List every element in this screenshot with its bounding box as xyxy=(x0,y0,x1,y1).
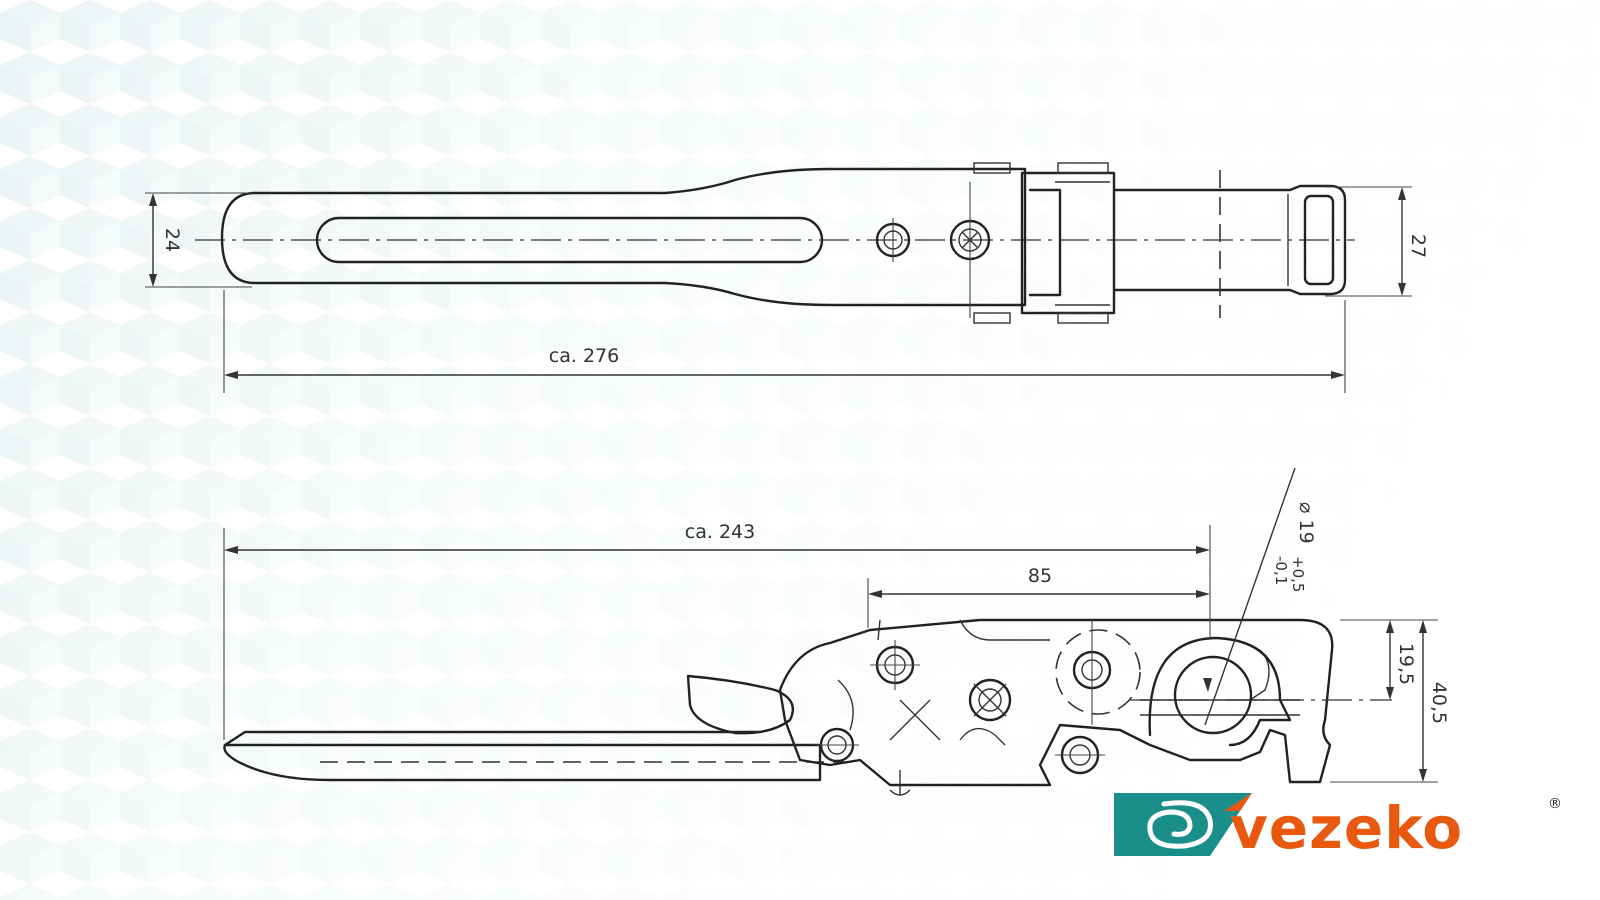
screw-1 xyxy=(870,640,920,690)
hook-bore xyxy=(1173,655,1253,735)
screw-3 xyxy=(815,727,859,763)
dim-276: ca. 276 xyxy=(223,290,1346,393)
logo-registered-mark: ® xyxy=(1548,796,1562,812)
rivet-spring xyxy=(949,182,991,318)
thumb-catch xyxy=(686,674,795,735)
rivet-small xyxy=(875,218,911,262)
diameter-label: ⌀ 19 xyxy=(1295,502,1317,544)
vezeko-logo: vezeko ® xyxy=(1114,793,1562,860)
top-view: 24 27 ca. 276 xyxy=(145,162,1429,393)
lever-top-edge xyxy=(223,730,762,747)
logo-wordmark: vezeko xyxy=(1230,794,1463,860)
tolerance-upper: +0,5 xyxy=(1289,556,1307,592)
dim-243: ca. 243 xyxy=(224,521,1211,640)
lever-outline xyxy=(223,743,822,782)
tolerance-lower: -0,1 xyxy=(1272,556,1290,585)
dim-276-label: ca. 276 xyxy=(549,345,619,367)
pivot-hidden xyxy=(1055,629,1141,715)
dim-24: 24 xyxy=(145,192,252,288)
dim-diameter: ⌀ 19 +0,5 -0,1 xyxy=(1203,467,1317,726)
side-view: ca. 243 85 ⌀ 19 +0,5 -0,1 19,5 xyxy=(223,467,1450,796)
hinge-block xyxy=(973,162,1116,324)
mechanism-body xyxy=(778,618,1334,787)
screw-4 xyxy=(1072,620,1112,725)
dim-40-5-label: 40,5 xyxy=(1428,682,1450,724)
dim-85-label: 85 xyxy=(1028,565,1052,587)
screw-2 xyxy=(968,678,1012,722)
dim-19-5: 19,5 xyxy=(1340,619,1438,700)
dim-27-label: 27 xyxy=(1407,234,1429,258)
dim-27: 27 xyxy=(1325,186,1429,297)
pin-stub xyxy=(889,770,911,796)
hook-arc xyxy=(1148,636,1292,747)
top-view-outline xyxy=(220,167,1027,307)
screw-5 xyxy=(1055,735,1105,775)
dim-85: 85 xyxy=(867,565,1210,628)
dim-40-5: 40,5 xyxy=(1330,620,1450,783)
dim-243-label: ca. 243 xyxy=(685,521,755,543)
hook-end xyxy=(1112,170,1347,318)
logo-emblem xyxy=(1114,793,1252,856)
dim-19-5-label: 19,5 xyxy=(1395,643,1417,685)
dim-24-label: 24 xyxy=(161,228,183,252)
